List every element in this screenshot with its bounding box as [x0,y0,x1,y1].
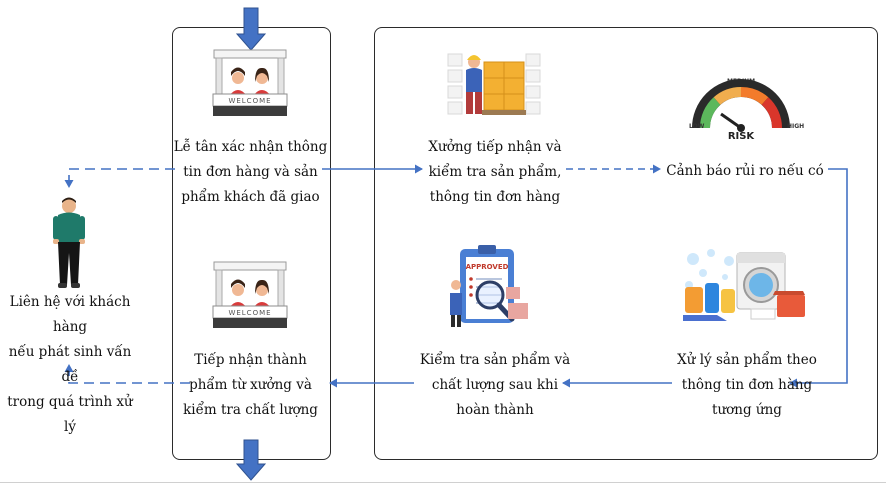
bottom-divider [0,482,886,483]
reception-receive-label: Tiếp nhận thành phẩm từ xưởng và kiểm tr… [172,348,329,423]
workshop-receive-label: Xưởng tiếp nhận và kiểm tra sản phẩm, th… [405,135,585,210]
reception-welcome-desk-icon: WELCOME [212,260,288,330]
process-line-1: Xử lý sản phẩm theo [677,352,817,368]
workshop-receive-line-1: Xưởng tiếp nhận và [428,139,562,155]
inspect-line-2: chất lượng sau khi [431,377,559,393]
reception-confirm-line-1: Lễ tân xác nhận thông [173,139,328,155]
process-product-label: Xử lý sản phẩm theo thông tin đơn hàng t… [662,348,832,423]
arrow-reception-bottom-to-contact [64,364,190,384]
workshop-receive-line-3: thông tin đơn hàng [429,189,561,205]
welcome-sign-top: WELCOME [228,97,271,105]
reception-receive-line-3: kiểm tra chất lượng [183,402,318,418]
process-line-3: tương ứng [712,402,782,418]
gauge-high-label: HIGH [787,123,804,130]
reception-welcome-desk-icon: WELCOME [212,48,288,118]
process-line-2: thông tin đơn hàng [681,377,813,393]
gauge-risk-label: RISK [728,131,756,142]
welcome-sign-bottom: WELCOME [228,309,271,317]
reception-receive-line-1: Tiếp nhận thành [194,352,307,368]
workshop-receive-line-2: kiểm tra sản phẩm, [428,164,562,180]
approved-clipboard-magnifier-icon: APPROVED [446,245,534,329]
inspect-quality-label: Kiểm tra sản phẩm và chất lượng sau khi … [405,348,585,423]
contact-line-3: trong quá trình xử lý [7,394,133,435]
input-block-arrow [235,7,267,51]
gauge-low-label: LOW [689,123,705,130]
reception-confirm-label: Lễ tân xác nhận thông tin đơn hàng và sả… [172,135,329,210]
laundry-washing-machine-icon [681,247,807,325]
arrow-risk-to-process [789,168,848,388]
risk-warning-label: Cảnh báo rủi ro nếu có [660,159,830,184]
warehouse-worker-boxes-icon [446,48,542,120]
output-block-arrow [235,439,267,481]
arrow-reception-to-contact [64,168,175,188]
contact-customer-label: Liên hệ với khách hàng nếu phát sinh vấn… [0,290,140,440]
reception-confirm-line-2: tin đơn hàng và sản [183,164,318,180]
risk-warning-line-1: Cảnh báo rủi ro nếu có [666,163,824,179]
contact-line-1: Liên hệ với khách hàng [9,294,131,335]
approved-stamp: APPROVED [466,263,509,271]
inspect-line-3: hoàn thành [456,402,534,418]
risk-gauge-icon: MEDIUM RISK LOW HIGH [683,76,807,142]
reception-receive-line-2: phẩm từ xưởng và [189,377,312,393]
reception-confirm-line-3: phẩm khách đã giao [181,189,320,205]
person-standing-icon [52,197,86,289]
contact-line-2: nếu phát sinh vấn đề [8,344,132,385]
inspect-line-1: Kiểm tra sản phẩm và [419,352,571,368]
